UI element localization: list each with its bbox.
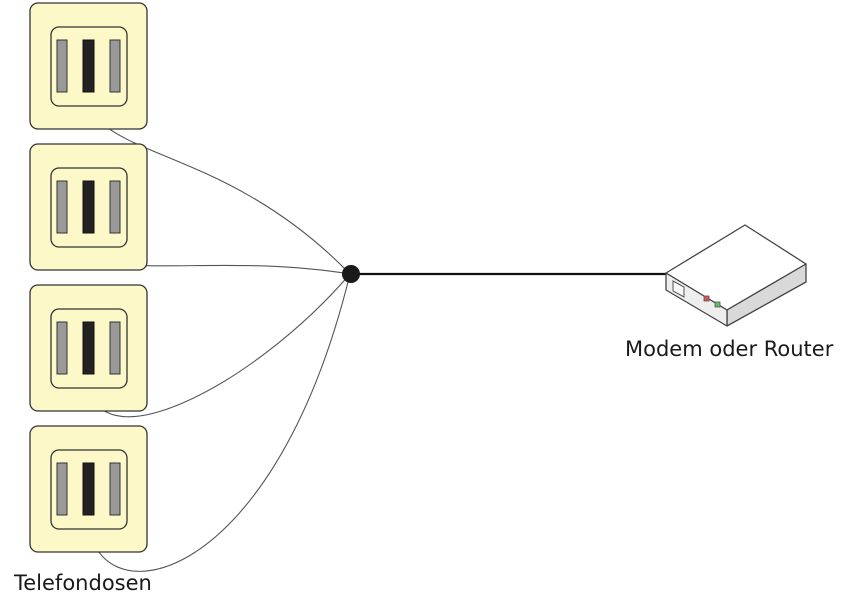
telephone-socket-icon	[29, 143, 148, 271]
sockets-label: Telefondosen	[14, 571, 152, 595]
telephone-socket-icon	[29, 284, 148, 412]
junction-dot	[342, 265, 360, 283]
router-icon	[665, 224, 807, 327]
telephone-socket-icon	[29, 2, 148, 130]
telephone-socket-icon	[29, 425, 148, 553]
router-label: Modem oder Router	[625, 337, 834, 361]
